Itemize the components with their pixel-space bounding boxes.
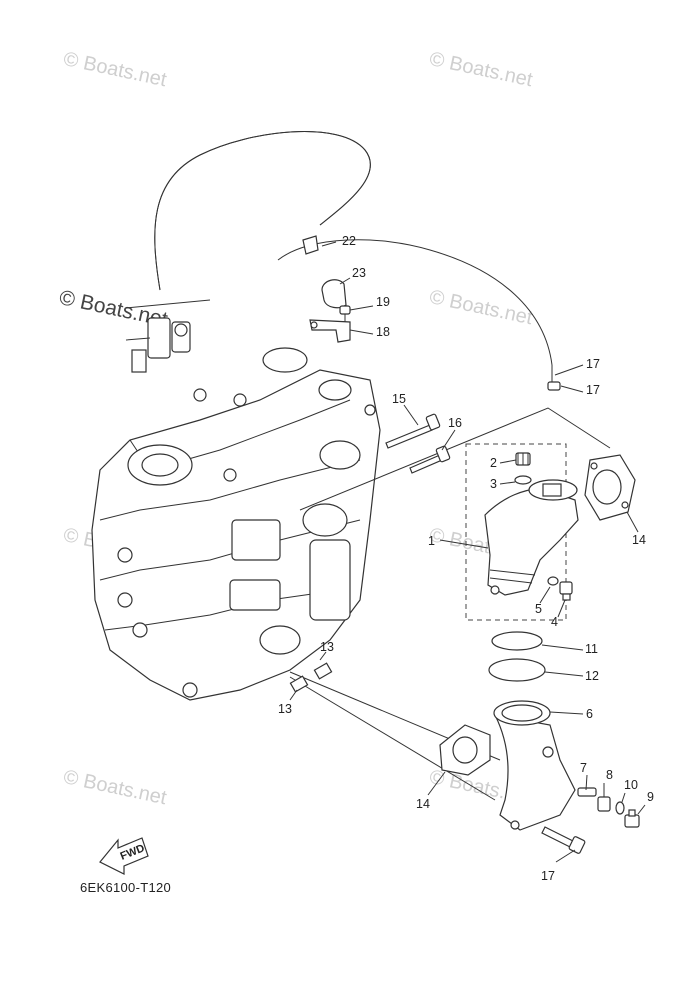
callout-14: 14 bbox=[632, 533, 646, 547]
part-clip-19 bbox=[547, 381, 561, 391]
part-bolt-7 bbox=[577, 787, 597, 797]
part-collar-8 bbox=[597, 796, 611, 812]
callout-1: 1 bbox=[428, 534, 435, 548]
callout-17: 16 bbox=[448, 416, 462, 430]
callout-6: 6 bbox=[586, 707, 593, 721]
callout-23: 23 bbox=[352, 266, 366, 280]
callout-15: 14 bbox=[416, 797, 430, 811]
part-holder-23 bbox=[321, 279, 347, 309]
part-bolt-17-lower bbox=[541, 826, 586, 854]
part-plug bbox=[515, 452, 531, 466]
part-plug-9 bbox=[624, 809, 640, 828]
callout-17-lower: 17 bbox=[541, 869, 555, 883]
callout-7: 7 bbox=[580, 761, 587, 775]
callout-19: 17 bbox=[586, 383, 600, 397]
part-oring-11 bbox=[491, 631, 543, 651]
callout-2: 2 bbox=[490, 456, 497, 470]
engine-block bbox=[91, 347, 381, 701]
fwd-arrow-icon: FWD bbox=[99, 837, 149, 875]
part-dowel-pin bbox=[289, 675, 309, 693]
callout-22: 22 bbox=[342, 234, 356, 248]
callout-8: 8 bbox=[606, 768, 613, 782]
callout-21: 19 bbox=[376, 295, 390, 309]
part-gasket bbox=[584, 454, 636, 521]
callout-20: 18 bbox=[376, 325, 390, 339]
callout-11: 11 bbox=[585, 642, 598, 656]
callout-16: 15 bbox=[392, 392, 406, 406]
part-bolt-17 bbox=[409, 445, 451, 474]
callout-13-lower: 13 bbox=[278, 702, 292, 716]
part-dowel-pin bbox=[313, 662, 333, 680]
callout-3: 3 bbox=[490, 477, 497, 491]
callout-4: 4 bbox=[551, 615, 558, 629]
callout-10: 10 bbox=[624, 778, 638, 792]
breather-fitting bbox=[125, 299, 211, 373]
callout-9: 9 bbox=[647, 790, 654, 804]
part-gasket-10 bbox=[615, 801, 625, 815]
part-exhaust-pipe bbox=[493, 700, 576, 831]
callout-12: 12 bbox=[585, 669, 599, 683]
part-clamp-22 bbox=[302, 235, 319, 255]
callout-18: 17 bbox=[586, 357, 600, 371]
part-exhaust-outlet bbox=[484, 479, 579, 596]
part-washer bbox=[547, 576, 559, 586]
part-screw-21 bbox=[339, 305, 351, 322]
callout-13: 13 bbox=[320, 640, 334, 654]
diagram-code: 6EK6100-T120 bbox=[80, 880, 172, 895]
part-gasket-15 bbox=[439, 724, 491, 776]
part-bolt-16 bbox=[385, 413, 441, 449]
part-drain-bolt bbox=[559, 581, 573, 601]
part-oring-small bbox=[514, 475, 532, 485]
callout-5: 5 bbox=[535, 602, 542, 616]
part-bracket-20 bbox=[309, 319, 351, 343]
part-oring-12 bbox=[488, 658, 546, 682]
